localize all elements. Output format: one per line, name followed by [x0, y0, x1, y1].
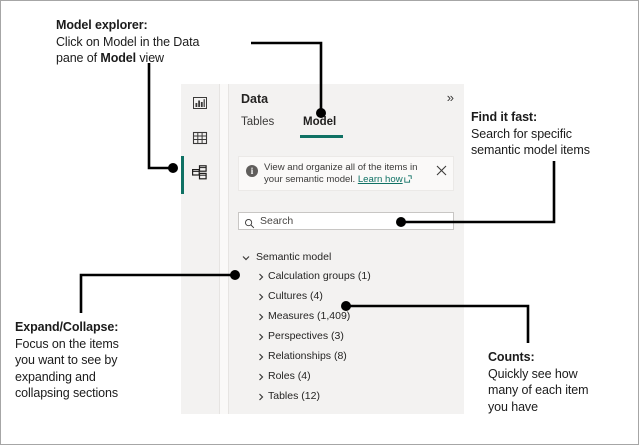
table-view-button[interactable] [189, 129, 211, 151]
learn-how-link[interactable]: Learn how [357, 174, 403, 186]
annotation-counts: Counts: Quickly see how many of each ite… [488, 349, 633, 415]
tree-item-calculation-groups[interactable]: Calculation groups (1) [238, 267, 464, 287]
annotation-title: Expand/Collapse: [15, 320, 119, 334]
annotation-line-1: Search for specific [471, 126, 572, 141]
annotation-line-2c: view [136, 51, 164, 65]
tab-model[interactable]: Model [303, 116, 337, 128]
annotation-find-it-fast: Find it fast: Search for specific semant… [471, 109, 636, 159]
pane-tabs: Tables Model [229, 116, 464, 144]
annotation-line-2: semantic model items [471, 143, 590, 157]
chevron-double-right-icon[interactable]: » [446, 90, 454, 105]
chevron-right-icon[interactable] [256, 372, 266, 385]
tree-item-label: Measures (1,409) [268, 310, 351, 322]
search-input[interactable]: Search [238, 212, 454, 230]
chevron-right-icon[interactable] [256, 312, 266, 325]
annotation-expand-collapse: Expand/Collapse: Focus on the items you … [15, 319, 170, 402]
tree-item-tables[interactable]: Tables (12) [238, 387, 464, 407]
tree-item-label: Relationships (8) [268, 350, 347, 362]
annotation-line-2: you want to see by [15, 353, 118, 367]
tree-item-label: Perspectives (3) [268, 330, 344, 342]
grid-table-icon [192, 130, 208, 151]
bar-chart-icon [192, 95, 208, 116]
tree-item-measures[interactable]: Measures (1,409) [238, 307, 464, 327]
tab-model-active-underline [300, 135, 343, 138]
annotation-line-2: pane of Model view [56, 50, 246, 67]
annotation-line-2: many of each item [488, 383, 589, 397]
tree-item-cultures[interactable]: Cultures (4) [238, 287, 464, 307]
tree-item-roles[interactable]: Roles (4) [238, 367, 464, 387]
tree-item-label: Cultures (4) [268, 290, 323, 302]
tree-item-label: Calculation groups (1) [268, 270, 371, 282]
tree-item-label: Roles (4) [268, 370, 311, 382]
info-banner-message: View and organize all of the items in yo… [264, 162, 418, 186]
tree-root-semantic-model[interactable]: Semantic model [238, 249, 464, 267]
semantic-model-tree: Semantic model Calculation groups (1) Cu… [238, 249, 464, 407]
tree-item-label: Tables (12) [268, 390, 320, 402]
info-banner: i View and organize all of the items in … [238, 156, 454, 191]
chevron-down-icon[interactable] [241, 253, 251, 266]
selected-view-indicator [181, 156, 184, 194]
model-relationships-icon [191, 164, 209, 187]
annotation-title: Model explorer: [56, 18, 148, 32]
pane-header: Data » [229, 88, 464, 114]
search-icon [244, 216, 255, 234]
annotation-title: Counts: [488, 350, 535, 364]
search-placeholder: Search [260, 215, 294, 227]
annotation-line-3: expanding and [15, 369, 96, 384]
annotation-line-1: Click on Model in the Data [56, 34, 200, 49]
info-icon: i [246, 165, 258, 177]
chevron-right-icon[interactable] [256, 332, 266, 345]
chevron-right-icon[interactable] [256, 272, 266, 285]
external-link-icon [404, 175, 412, 187]
chevron-right-icon[interactable] [256, 292, 266, 305]
annotation-model-explorer: Model explorer: Click on Model in the Da… [56, 17, 246, 67]
page-title: Data [241, 92, 269, 106]
annotation-title: Find it fast: [471, 110, 538, 124]
chevron-right-icon[interactable] [256, 392, 266, 405]
view-switch-rail [181, 84, 220, 414]
tree-item-perspectives[interactable]: Perspectives (3) [238, 327, 464, 347]
report-view-button[interactable] [189, 94, 211, 116]
tab-tables[interactable]: Tables [241, 116, 275, 128]
annotation-line-2b: Model [100, 51, 136, 65]
annotation-line-1: Focus on the items [15, 336, 119, 351]
rail-divider [220, 84, 229, 414]
info-banner-text: View and organize all of the items in yo… [264, 162, 424, 188]
annotation-line-2a: pane of [56, 51, 101, 65]
tree-item-relationships[interactable]: Relationships (8) [238, 347, 464, 367]
annotation-line-3: you have [488, 399, 538, 414]
annotation-line-4: collapsing sections [15, 386, 119, 400]
power-bi-data-panel: Data » Tables Model i View and organize … [181, 84, 464, 414]
annotation-line-1: Quickly see how [488, 366, 578, 381]
tree-root-label: Semantic model [256, 251, 332, 263]
data-pane: Data » Tables Model i View and organize … [229, 84, 464, 414]
model-view-button[interactable] [189, 164, 211, 186]
chevron-right-icon[interactable] [256, 352, 266, 365]
close-icon[interactable] [436, 163, 447, 176]
